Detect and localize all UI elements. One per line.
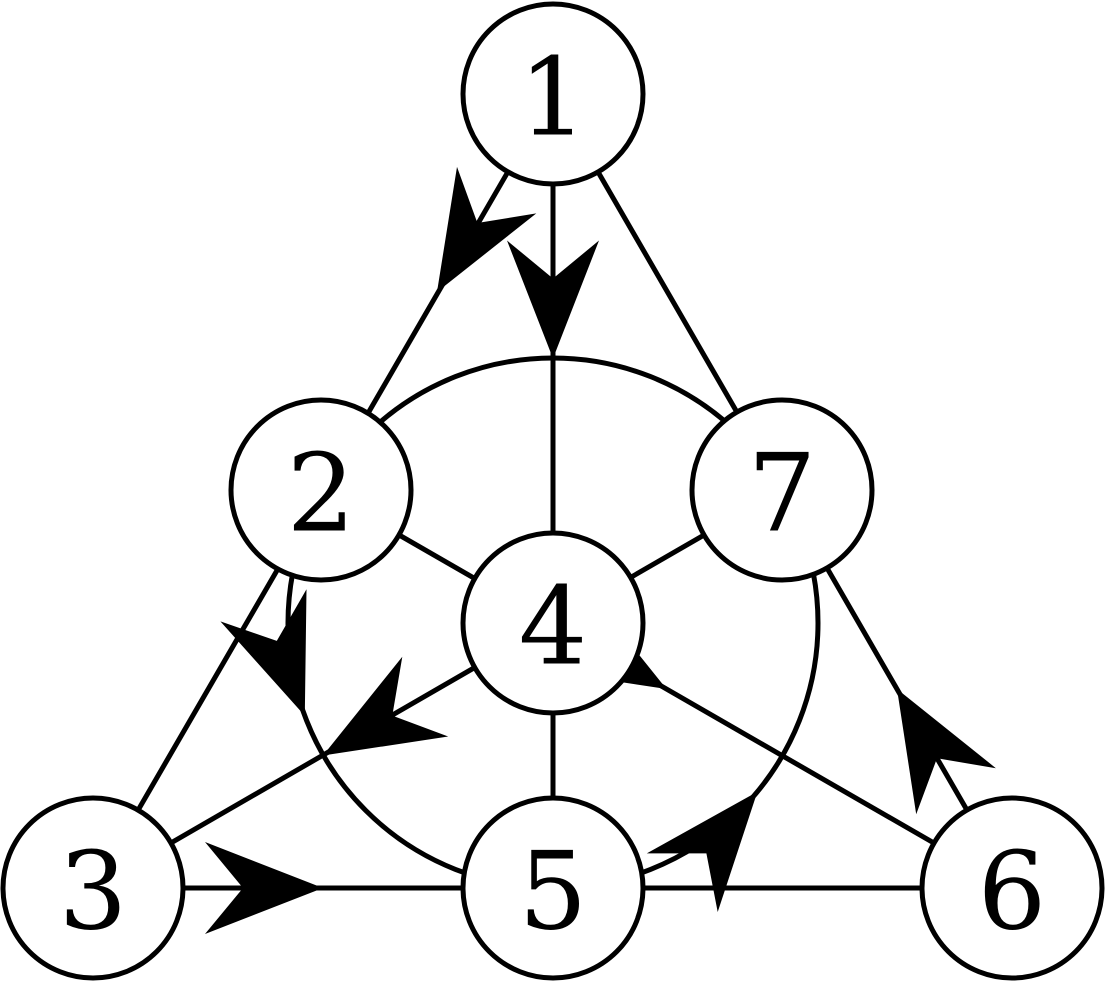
node-label: 4 — [519, 565, 588, 690]
node-circle — [0, 795, 186, 981]
arrow-1-to-4 — [507, 240, 599, 359]
arrow-6-to-7 — [897, 689, 996, 815]
node-6: 6 — [919, 795, 1105, 981]
node-circle — [919, 795, 1105, 981]
node-label: 3 — [59, 830, 128, 955]
arrow-2-to-5 — [220, 589, 307, 716]
arrow-3-to-5 — [205, 842, 323, 934]
node-2: 2 — [228, 397, 414, 583]
node-5: 5 — [460, 795, 646, 981]
line-3-4-7 — [91, 487, 784, 891]
arrow-1-to-2 — [437, 166, 537, 292]
node-7: 7 — [689, 397, 875, 583]
node-circle — [228, 397, 414, 583]
node-label: 5 — [519, 830, 588, 955]
arrow-4-to-3 — [323, 656, 449, 756]
node-circle — [460, 1, 646, 187]
node-label: 7 — [748, 432, 817, 557]
node-3: 3 — [0, 795, 186, 981]
node-circle — [689, 397, 875, 583]
node-4: 4 — [460, 530, 646, 716]
arrow-5-to-7 — [646, 791, 758, 912]
node-label: 1 — [519, 36, 588, 161]
node-label: 6 — [978, 830, 1047, 955]
node-label: 2 — [287, 432, 356, 557]
node-circle — [460, 795, 646, 981]
node-1: 1 — [460, 1, 646, 187]
node-circle — [460, 530, 646, 716]
